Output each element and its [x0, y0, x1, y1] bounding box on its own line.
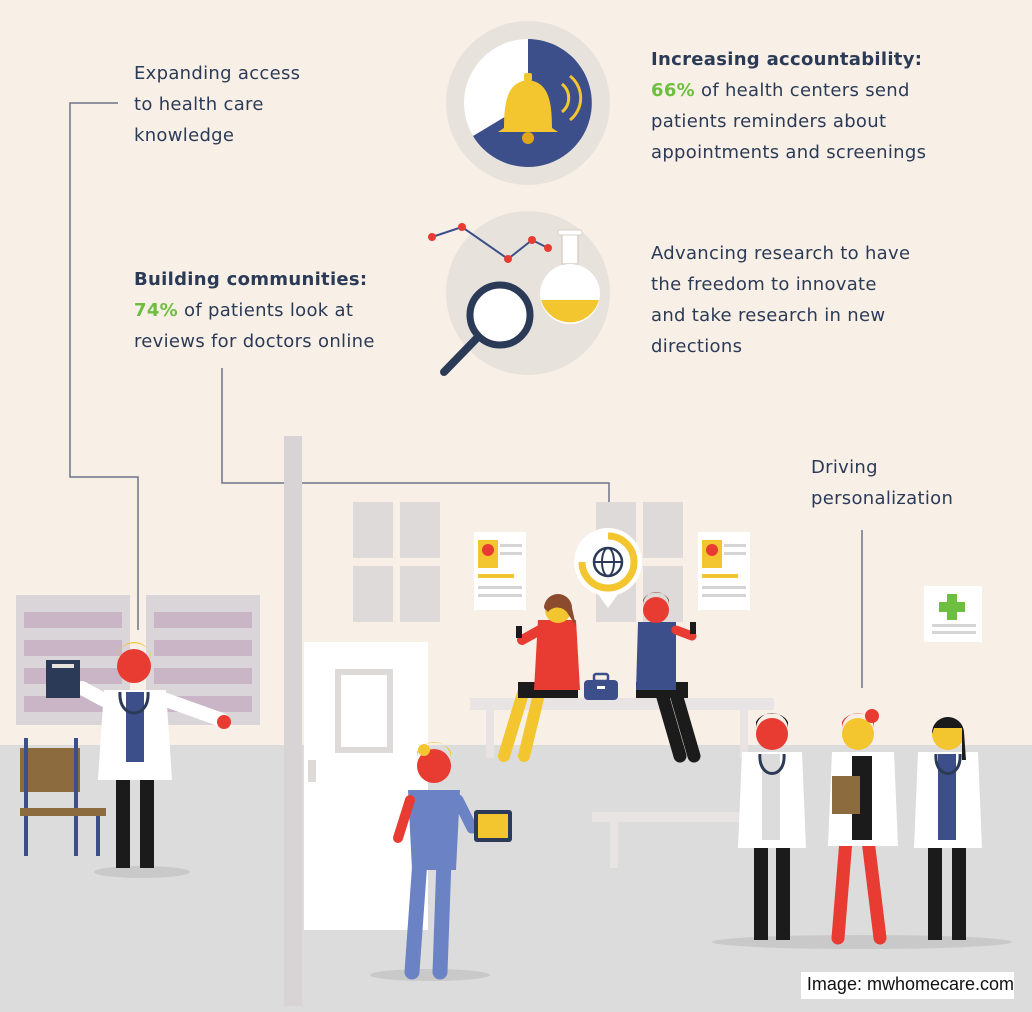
waiting-bench: [470, 698, 774, 758]
doctor-group-figure: [738, 709, 982, 945]
research-icon-group: [428, 211, 610, 376]
research-line-1: Advancing research to have: [651, 243, 911, 264]
expanding-access-text: Expanding access to health care knowledg…: [134, 58, 300, 151]
flask-icon: [540, 229, 600, 324]
research-line-4: directions: [651, 336, 743, 357]
accountability-title: Increasing accountability:: [651, 49, 923, 70]
door: [304, 642, 428, 930]
accountability-text: Increasing accountability: 66% of health…: [651, 44, 926, 168]
connector-communities: [221, 368, 610, 518]
seated-woman-figure: [498, 594, 580, 762]
medical-cross-icon: [924, 586, 982, 642]
research-line-3: and take research in new: [651, 305, 886, 326]
doctor-with-book-figure: [46, 641, 231, 868]
communities-line-2: reviews for doctors online: [134, 331, 375, 352]
accountability-percent: 66%: [651, 80, 695, 101]
magnifier-icon: [440, 281, 534, 376]
communities-percent: 74%: [134, 300, 178, 321]
expanding-line-1: Expanding access: [134, 63, 301, 84]
research-text: Advancing research to have the freedom t…: [651, 238, 910, 362]
line-chart-icon: [428, 223, 552, 263]
image-credit: Image: mwhomecare.com: [800, 972, 1014, 999]
personalization-text: Driving personalization: [811, 452, 953, 514]
communities-line-1: 74% of patients look at: [134, 300, 354, 321]
doctor-profile-icon: [698, 532, 750, 610]
globe-icon: [574, 528, 642, 608]
chair: [20, 738, 106, 856]
connector-expanding: [69, 102, 139, 630]
expanding-line-3: knowledge: [134, 125, 235, 146]
book-icon: [46, 660, 80, 698]
rear-bench: [592, 812, 802, 868]
communities-text: Building communities: 74% of patients lo…: [134, 264, 375, 357]
bell-icon: [446, 21, 610, 185]
bookshelf: [16, 595, 260, 725]
connector-lines: [69, 102, 863, 688]
doctor-profile-icon: [474, 532, 526, 610]
accountability-line-2: patients reminders about: [651, 111, 887, 132]
communities-title: Building communities:: [134, 269, 368, 290]
research-line-2: the freedom to innovate: [651, 274, 877, 295]
expanding-line-2: to health care: [134, 94, 264, 115]
tablet-icon: [474, 810, 512, 842]
accountability-line-1: 66% of health centers send: [651, 80, 910, 101]
nurse-with-tablet-figure: [393, 741, 512, 980]
wall-pillar: [284, 436, 302, 1006]
personalization-line-2: personalization: [811, 488, 954, 509]
personalization-line-1: Driving: [811, 457, 878, 478]
seated-man-figure: [636, 591, 701, 763]
medical-bag-icon: [584, 672, 618, 700]
accountability-line-3: appointments and screenings: [651, 142, 927, 163]
